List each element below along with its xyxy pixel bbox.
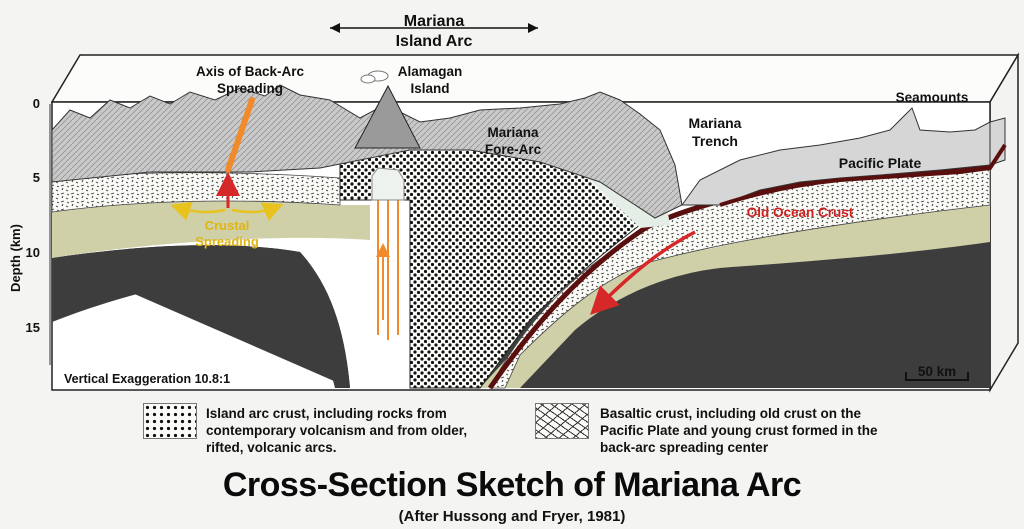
depth-tick-5: 5 [33,170,40,185]
trench-label-line1: Mariana [689,115,742,131]
arc-title-line2: Island Arc [396,33,473,50]
depth-axis-title: Depth (km) [8,224,23,292]
trench-label-line2: Trench [692,133,738,149]
legend-island-arc: Island arc crust, including rocks from c… [206,405,467,456]
crustal-spreading-label-line1: Crustal [205,218,250,233]
block-side-face [989,52,1019,393]
lower-crust-pacific [488,205,990,388]
melting-label-line1: Zone [373,339,403,353]
melting-label-line2: of [382,355,395,369]
melting-arrows [371,173,405,340]
legend-basaltic-line1: Basaltic crust, including old crust on t… [600,406,862,421]
legend-island-arc-line3: rifted, volcanic arcs. [206,440,337,455]
alamagan-label-line1: Alamagan [398,64,463,79]
legend-basaltic: Basaltic crust, including old crust on t… [600,405,878,456]
arc-title-line1: Mariana [404,13,465,30]
depth-tick-10: 10 [26,245,40,260]
forearc-label-line1: Mariana [487,125,539,140]
forearc-label-line2: Fore-Arc [485,142,542,157]
crustal-spreading-label-line2: Spreading [195,234,259,249]
scale-bar-label: 50 km [918,364,956,379]
scale-bar [905,372,969,381]
seamounts-label: Seamounts [896,90,969,105]
legend-swatch-basaltic [535,403,589,439]
pacific-plate-relief [681,107,991,206]
melting-label-line3: Melting [366,371,410,385]
old-crust-label: Old Ocean Crust [747,205,854,220]
spreading-axis-dike [225,97,255,173]
exaggeration-label: Vertical Exaggeration 10.8:1 [64,372,230,386]
alamagan-label-line2: Island [410,81,449,96]
legend-island-arc-line2: contemporary volcanism and from older, [206,423,468,438]
diagram-subtitle: (After Hussong and Fryer, 1981) [398,508,626,525]
legend-swatch-island-arc [143,403,197,439]
diagram-title: Cross-Section Sketch of Mariana Arc [222,466,802,504]
backarc-label-line2: Spreading [217,81,283,96]
pacific-plate-label: Pacific Plate [839,155,922,171]
basaltic-crust [51,172,341,213]
depth-tick-15: 15 [26,320,40,335]
crustal-spreading-arrow-right [231,202,284,222]
backarc-label-line1: Axis of Back-Arc [196,64,305,79]
alamagan-volcano [354,84,421,149]
legend-island-arc-line1: Island arc crust, including rocks from [206,406,447,421]
crustal-spreading-arrow-left [170,201,226,221]
subduction-arrow [590,230,696,315]
depth-tick-0: 0 [33,96,40,111]
lower-crust-backarc [52,200,370,258]
seafloor-relief [51,84,683,219]
legend-basaltic-line2: Pacific Plate and young crust formed in … [600,423,878,438]
legend-basaltic-line3: back-arc spreading center [600,440,769,455]
